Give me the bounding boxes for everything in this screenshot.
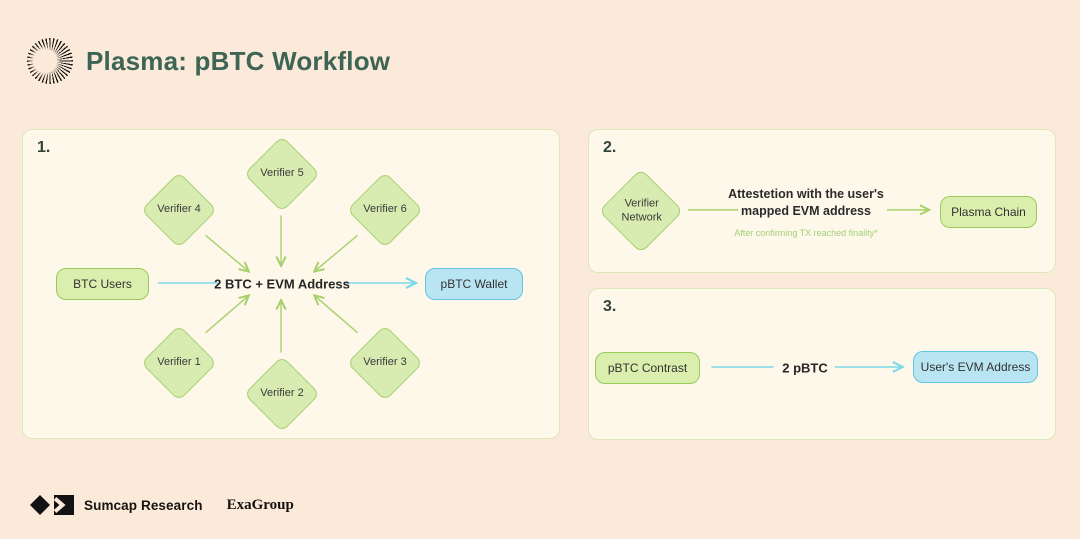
amount-label: 2 pBTC bbox=[782, 360, 828, 376]
step-1-number: 1. bbox=[37, 139, 51, 156]
btc-evm-center-label: 2 BTC + EVM Address bbox=[214, 276, 350, 292]
verifier-2-diamond: Verifier 2 bbox=[243, 355, 321, 433]
attestation-block: Attestetion with the user's mapped EVM a… bbox=[706, 186, 906, 238]
verifier-6-diamond: Verifier 6 bbox=[346, 171, 424, 249]
arrow-verifier4-to-center bbox=[205, 234, 249, 271]
attestation-note: After confirming TX reached finality* bbox=[734, 227, 878, 238]
verifier-4-diamond: Verifier 4 bbox=[140, 171, 218, 249]
verifier-1-diamond: Verifier 1 bbox=[140, 324, 218, 402]
users-evm-address-box: User's EVM Address bbox=[913, 351, 1038, 383]
arrow-verifier3-to-center bbox=[315, 296, 359, 334]
brand-exagroup: ExaGroup bbox=[226, 496, 294, 513]
verifier-4-label: Verifier 4 bbox=[157, 203, 201, 216]
header: Plasma: pBTC Workflow bbox=[27, 38, 390, 84]
page-title: Plasma: pBTC Workflow bbox=[86, 45, 391, 76]
step-2-panel: 2. Verifier Network Attestetion with the… bbox=[588, 129, 1056, 273]
verifier-1-label: Verifier 1 bbox=[157, 356, 201, 369]
verifier-5-diamond: Verifier 5 bbox=[243, 135, 321, 213]
plasma-chain-box: Plasma Chain bbox=[940, 196, 1037, 228]
verifier-6-label: Verifier 6 bbox=[363, 203, 407, 216]
arrow-verifier6-to-center bbox=[315, 234, 359, 271]
verifier-network-diamond: Verifier Network bbox=[598, 168, 684, 254]
pbtc-contract-box: pBTC Contrast bbox=[595, 352, 700, 384]
attestation-text: Attestetion with the user's mapped EVM a… bbox=[728, 187, 884, 218]
pbtc-wallet-box: pBTC Wallet bbox=[425, 268, 523, 300]
step-3-number: 3. bbox=[603, 298, 617, 315]
step-1-panel: 1. Verifier 4 Verifier 5 bbox=[22, 129, 560, 439]
brand-sumcap-research: Sumcap Research bbox=[84, 497, 203, 513]
arrow-verifier1-to-center bbox=[205, 296, 249, 334]
plasma-spiral-logo-icon bbox=[27, 38, 73, 84]
step-2-number: 2. bbox=[603, 139, 617, 156]
btc-users-box: BTC Users bbox=[56, 268, 149, 300]
verifier-5-label: Verifier 5 bbox=[260, 167, 304, 180]
sumcap-logo-icon bbox=[30, 495, 74, 515]
verifier-2-label: Verifier 2 bbox=[260, 387, 304, 400]
verifier-network-label: Verifier Network bbox=[621, 197, 662, 224]
verifier-3-label: Verifier 3 bbox=[363, 356, 407, 369]
footer: Sumcap Research ExaGroup bbox=[30, 492, 294, 518]
step-3-panel: 3. pBTC Contrast 2 pBTC User's EVM Addre… bbox=[588, 288, 1056, 440]
verifier-3-diamond: Verifier 3 bbox=[346, 324, 424, 402]
